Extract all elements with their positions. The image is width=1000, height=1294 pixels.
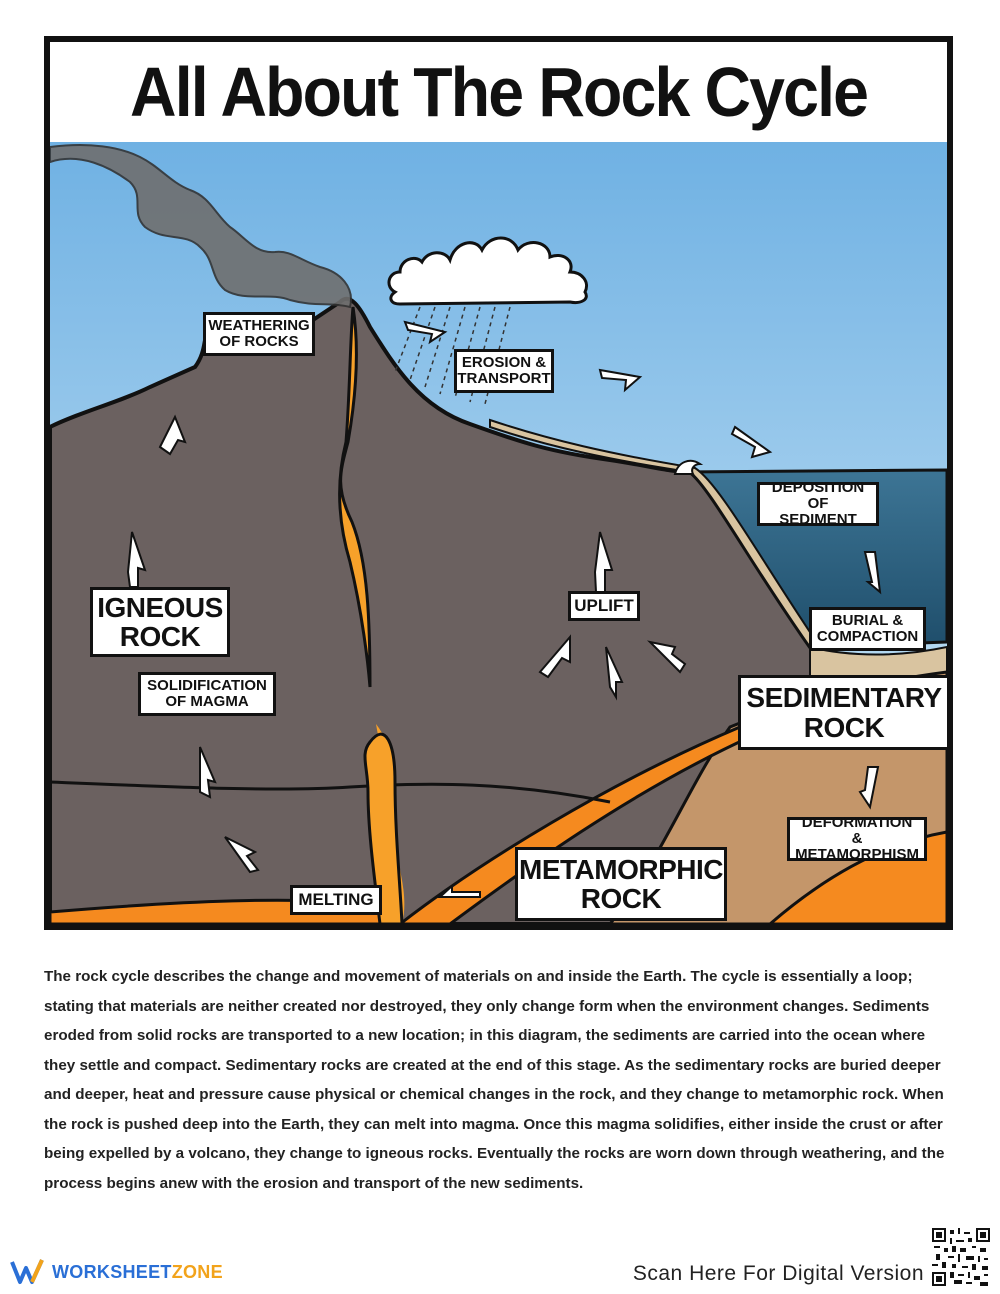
brand-name-main: WORKSHEET — [52, 1261, 172, 1282]
label-igneous-rock: IGNEOUS ROCK — [90, 587, 230, 657]
label-solidification: SOLIDIFICATION OF MAGMA — [138, 672, 276, 716]
ocean-wave — [673, 459, 704, 475]
arrow-transport — [598, 368, 643, 393]
brand-logo[interactable]: WORKSHEETZONE — [10, 1258, 223, 1286]
arrow-metamorphic-left — [437, 883, 481, 898]
arrow-deformation — [858, 766, 880, 810]
volcano-smoke — [50, 144, 352, 309]
magma-conduit-upper — [338, 306, 372, 688]
logo-icon — [10, 1259, 44, 1284]
arrow-burial — [863, 551, 882, 595]
arrow-uplift-center — [605, 646, 624, 701]
arrow-weathering-up — [158, 414, 187, 456]
label-melting: MELTING — [290, 885, 382, 915]
page-title: All About The Rock Cycle — [129, 53, 869, 131]
label-metamorphic-rock: METAMORPHIC ROCK — [515, 847, 727, 921]
arrow-uplift-right — [646, 640, 687, 674]
description-paragraph: The rock cycle describes the change and … — [44, 968, 945, 1192]
label-uplift: UPLIFT — [568, 591, 640, 621]
deep-layer-line — [50, 780, 611, 804]
title-bar: All About The Rock Cycle — [50, 42, 947, 148]
brand-name: WORKSHEETZONE — [52, 1262, 223, 1283]
arrow-solidification-up — [199, 746, 217, 799]
cycle-arrows — [126, 320, 882, 898]
label-sedimentary-rock: SEDIMENTARY ROCK — [738, 675, 947, 750]
rain-cloud — [387, 236, 588, 306]
arrow-melting-up — [224, 836, 260, 874]
arrow-erosion — [403, 320, 448, 345]
label-burial: BURIAL & COMPACTION — [809, 607, 926, 651]
rock-cycle-scene — [50, 142, 947, 924]
brand-name-accent: ZONE — [171, 1261, 223, 1282]
qr-code-icon[interactable] — [932, 1228, 990, 1286]
label-deposition: DEPOSITION OF SEDIMENT — [757, 480, 879, 527]
magma-plume — [363, 732, 404, 924]
arrow-deposition — [730, 425, 773, 459]
arrow-uplift-left — [538, 634, 571, 679]
label-weathering: WEATHERING OF ROCKS — [203, 312, 315, 356]
scan-instruction: Scan Here For Digital Version — [632, 1262, 924, 1285]
label-erosion: EROSION & TRANSPORT — [454, 349, 554, 393]
label-deformation: DEFORMATION & METAMORPHISM — [787, 815, 927, 862]
diagram-frame: All About The Rock Cycle — [44, 36, 953, 930]
